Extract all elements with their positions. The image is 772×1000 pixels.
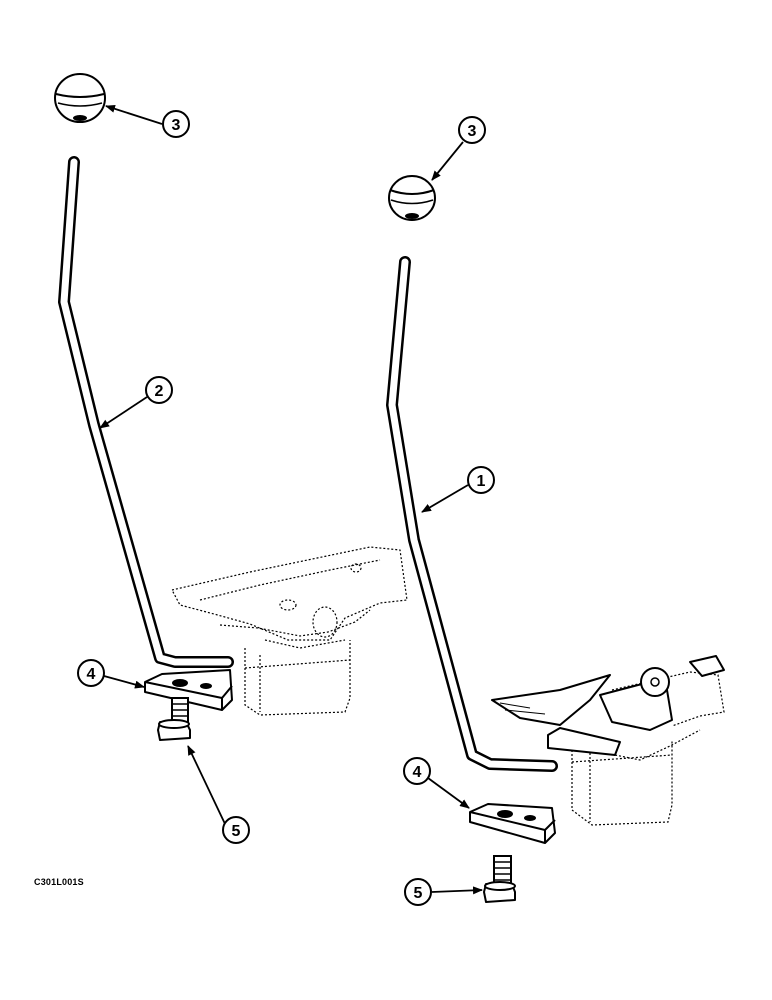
left-lever-callout: 2 bbox=[145, 376, 173, 404]
right-plate-callout-number: 4 bbox=[413, 764, 422, 781]
right-bolt bbox=[483, 855, 516, 903]
left-plate-callout-number: 4 bbox=[87, 666, 96, 683]
right-knob-callout: 3 bbox=[458, 116, 486, 144]
right-bolt-leader bbox=[431, 886, 483, 895]
right-lever-leader bbox=[421, 484, 469, 513]
left-bolt-callout-number: 5 bbox=[232, 823, 241, 840]
right-valve-housing bbox=[491, 655, 725, 826]
right-lever-callout: 1 bbox=[467, 466, 495, 494]
right-lever-callout-number: 1 bbox=[477, 473, 486, 490]
left-bolt-callout: 5 bbox=[222, 816, 250, 844]
left-clamp-plate bbox=[144, 669, 233, 711]
right-clamp-plate bbox=[469, 803, 556, 844]
left-plate-leader bbox=[103, 675, 145, 689]
right-lever-rod bbox=[386, 256, 558, 772]
left-lever-callout-number: 2 bbox=[155, 383, 164, 400]
right-knob-leader bbox=[431, 141, 464, 181]
left-knob-callout: 3 bbox=[162, 110, 190, 138]
left-assembly: 3 2 4 5 bbox=[54, 73, 408, 844]
left-lever-leader bbox=[99, 396, 148, 429]
left-plate-callout: 4 bbox=[77, 659, 105, 687]
left-valve-housing bbox=[171, 546, 408, 716]
left-lever-rod bbox=[58, 156, 234, 668]
drawing-code: C301L001S bbox=[34, 877, 84, 887]
left-bolt bbox=[157, 697, 191, 741]
right-knob bbox=[388, 175, 436, 221]
right-plate-leader bbox=[427, 777, 470, 809]
left-knob bbox=[54, 73, 106, 123]
left-bolt-leader bbox=[187, 745, 227, 827]
left-knob-leader bbox=[105, 104, 163, 125]
right-bolt-callout: 5 bbox=[404, 878, 432, 906]
left-knob-callout-number: 3 bbox=[172, 117, 181, 134]
right-assembly: 3 1 4 5 bbox=[386, 116, 725, 906]
right-knob-callout-number: 3 bbox=[468, 123, 477, 140]
right-plate-callout: 4 bbox=[403, 757, 431, 785]
right-bolt-callout-number: 5 bbox=[414, 885, 423, 902]
